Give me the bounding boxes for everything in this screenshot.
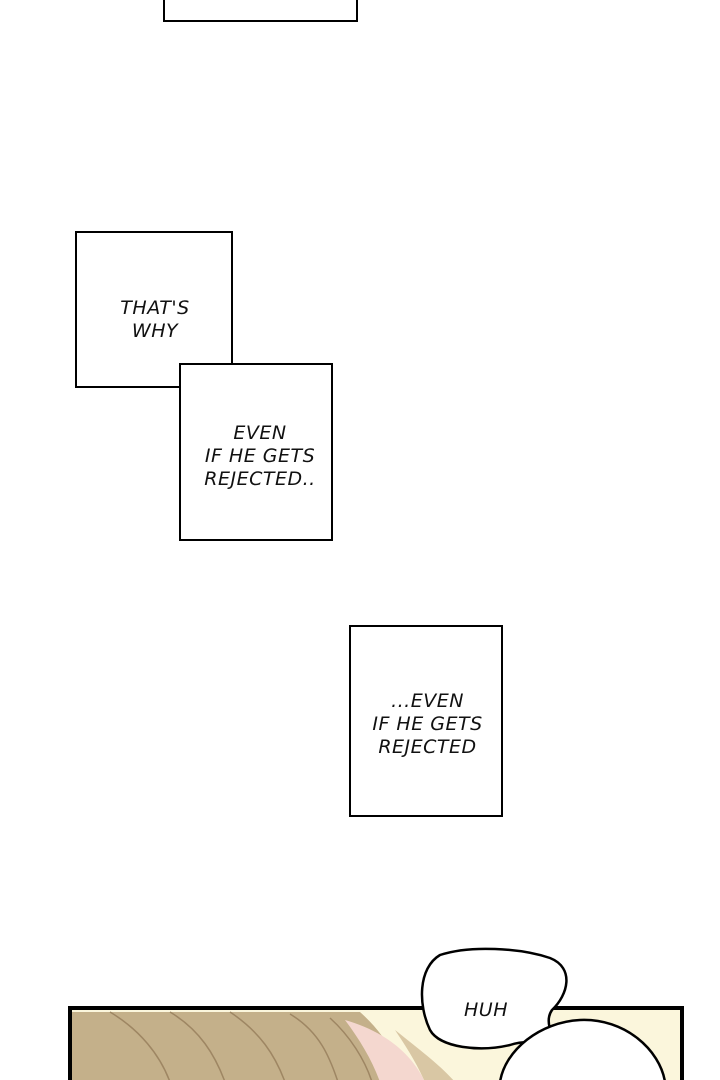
panel-background: [68, 1006, 684, 1080]
bubble-text-huh: HUH: [464, 999, 508, 1021]
caption-even-if-he-gets-rejected-2: ...EVEN IF HE GETS REJECTED: [372, 690, 483, 758]
caption-thats-why: THAT'S WHY: [120, 297, 190, 342]
hair-strand: [289, 1013, 339, 1080]
hair-strand: [109, 1011, 170, 1080]
hair-highlight: [395, 1030, 454, 1080]
caption-even-if-he-gets-rejected: EVEN IF HE GETS REJECTED..: [204, 422, 316, 490]
narration-box-overlap-fill: [181, 365, 231, 386]
narration-box-even-if: [179, 363, 333, 541]
hair-strand: [329, 1017, 373, 1080]
narration-box-thats-why: [75, 231, 233, 388]
top-narration-box-partial: [163, 0, 358, 22]
speech-bubble-partial: [499, 1018, 666, 1080]
hair-strand: [169, 1011, 226, 1080]
hair-strand: [229, 1011, 286, 1080]
narration-box-even-if-2: [349, 625, 503, 817]
skin-illustration: [345, 1020, 424, 1080]
hair-illustration: [72, 1012, 402, 1080]
